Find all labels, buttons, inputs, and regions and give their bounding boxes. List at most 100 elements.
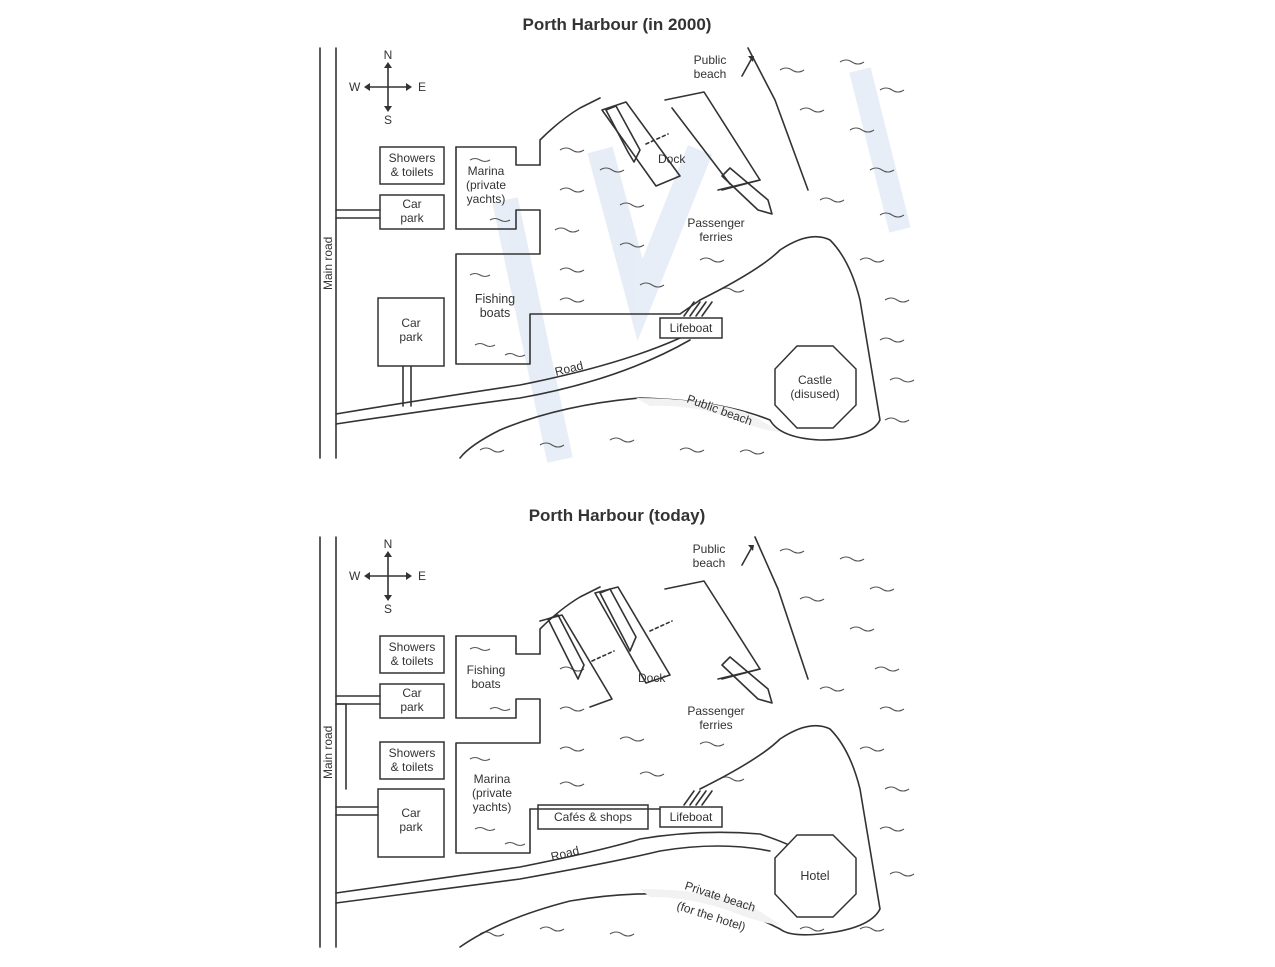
upper-basin-label-2: (private bbox=[466, 178, 506, 192]
upper-basin-top bbox=[455, 635, 541, 655]
car-park-label-2: park bbox=[400, 211, 424, 225]
beach-arrow-icon bbox=[741, 546, 753, 566]
road-label: Road bbox=[553, 358, 584, 379]
watermark bbox=[492, 67, 911, 463]
upper-basin-top bbox=[455, 146, 541, 166]
beach-arrow-head-icon bbox=[748, 56, 754, 62]
dock-pier-end bbox=[717, 668, 761, 680]
lower-basin-label-2: boats bbox=[480, 306, 511, 320]
main-road-label: Main road bbox=[321, 726, 335, 779]
public-beach-label-2: beach bbox=[693, 556, 726, 570]
headland-coast bbox=[459, 235, 881, 459]
upper-basin-label-2: boats bbox=[471, 677, 500, 691]
car-park-box bbox=[379, 683, 445, 719]
map-title: Porth Harbour (today) bbox=[529, 506, 706, 525]
compass-n: N bbox=[384, 48, 393, 62]
passenger-label-1: Passenger bbox=[687, 216, 744, 230]
map-today: Porth Harbour (today) Main road N S E W bbox=[0, 489, 1275, 967]
car-park-label-2: park bbox=[400, 700, 424, 714]
map-today-svg: Porth Harbour (today) Main road N S E W bbox=[319, 506, 915, 948]
upper-basin-label-3: yachts) bbox=[467, 192, 506, 206]
basin-walls bbox=[455, 146, 701, 365]
east-coast bbox=[754, 536, 809, 680]
car-park-access-road bbox=[335, 695, 381, 705]
lifeboat-box bbox=[659, 806, 723, 828]
sea-waves bbox=[469, 548, 915, 937]
berth-arrow-icon bbox=[645, 133, 669, 145]
showers-label-1: Showers bbox=[389, 151, 436, 165]
slipway-icon bbox=[683, 790, 713, 806]
passenger-label-2: ferries bbox=[699, 718, 732, 732]
pier-west bbox=[539, 614, 613, 708]
car-park-2-label-1: Car bbox=[401, 806, 420, 820]
car-park-access-road bbox=[335, 209, 381, 219]
showers-toilets-box bbox=[379, 146, 445, 185]
compass-rose: N S E W bbox=[349, 48, 426, 127]
moored-boat-icon bbox=[547, 614, 585, 680]
compass-w: W bbox=[349, 80, 361, 94]
compass-e: E bbox=[418, 569, 426, 583]
beach-sand bbox=[636, 398, 780, 432]
road-south-edge bbox=[335, 339, 691, 425]
moored-boat-icon bbox=[605, 105, 641, 163]
passenger-label-1: Passenger bbox=[687, 704, 744, 718]
car-park-2-box bbox=[377, 788, 445, 858]
car-park-2-box bbox=[377, 297, 445, 367]
compass-rose: N S E W bbox=[349, 537, 426, 616]
car-park-2-label-2: park bbox=[399, 330, 423, 344]
compass-s: S bbox=[384, 602, 392, 616]
car-park-2-label-1: Car bbox=[401, 316, 420, 330]
coast-north bbox=[539, 97, 601, 166]
dock-pier bbox=[664, 580, 761, 680]
cafes-shops-label: Cafés & shops bbox=[554, 810, 632, 824]
beach-arrow-icon bbox=[741, 57, 753, 77]
road-north-edge bbox=[335, 337, 681, 415]
car-park-label-1: Car bbox=[402, 197, 421, 211]
main-road-label: Main road bbox=[321, 237, 335, 290]
slipway-icon bbox=[683, 301, 713, 317]
public-beach-label-1: Public bbox=[694, 53, 727, 67]
upper-basin-label-1: Fishing bbox=[467, 663, 506, 677]
map-title: Porth Harbour (in 2000) bbox=[523, 15, 712, 34]
public-beach-label-1: Public bbox=[693, 542, 726, 556]
coast-north bbox=[539, 586, 601, 655]
lifeboat-label: Lifeboat bbox=[670, 810, 713, 824]
car-park-label-1: Car bbox=[402, 686, 421, 700]
showers-label-2: & toilets bbox=[391, 654, 434, 668]
showers-label-1: Showers bbox=[389, 640, 436, 654]
beach-arrow-head-icon bbox=[748, 545, 754, 551]
pier-west bbox=[601, 101, 681, 187]
basin-walls bbox=[455, 635, 541, 854]
beach-sand bbox=[640, 889, 780, 925]
headland-building bbox=[774, 345, 857, 429]
lower-basin-label-1: Marina bbox=[474, 772, 511, 786]
map-2000: Porth Harbour (in 2000) Main road bbox=[0, 0, 1275, 478]
compass-w: W bbox=[349, 569, 361, 583]
dock-pier-end bbox=[717, 179, 761, 191]
car-park-2-label-2: park bbox=[399, 820, 423, 834]
south-beach-label: Public beach bbox=[685, 392, 754, 429]
compass-e: E bbox=[418, 80, 426, 94]
showers-label-2: & toilets bbox=[391, 165, 434, 179]
compass-s: S bbox=[384, 113, 392, 127]
lower-basin-label-3: yachts) bbox=[473, 800, 512, 814]
car-park-2-access bbox=[335, 703, 379, 816]
headland-label: Hotel bbox=[800, 869, 829, 883]
dock-label: Dock bbox=[638, 671, 666, 685]
headland-coast bbox=[459, 724, 881, 948]
lower-basin-label-2: (private bbox=[472, 786, 512, 800]
showers-toilets-box bbox=[379, 635, 445, 674]
pier-middle bbox=[594, 586, 671, 684]
upper-basin-label-1: Marina bbox=[468, 164, 505, 178]
lifeboat-label: Lifeboat bbox=[670, 321, 713, 335]
berth-arrow-icon bbox=[591, 650, 615, 662]
east-coast bbox=[747, 47, 809, 191]
dock-pier-inner bbox=[671, 107, 731, 185]
road-south-edge bbox=[335, 845, 771, 904]
headland-building bbox=[774, 834, 857, 918]
dock-label: Dock bbox=[658, 152, 686, 166]
compass-n: N bbox=[384, 537, 393, 551]
lower-basin-label-1: Fishing bbox=[475, 292, 515, 306]
map-2000-svg: Porth Harbour (in 2000) Main road bbox=[319, 15, 915, 463]
moored-boat-2-icon bbox=[599, 588, 637, 652]
